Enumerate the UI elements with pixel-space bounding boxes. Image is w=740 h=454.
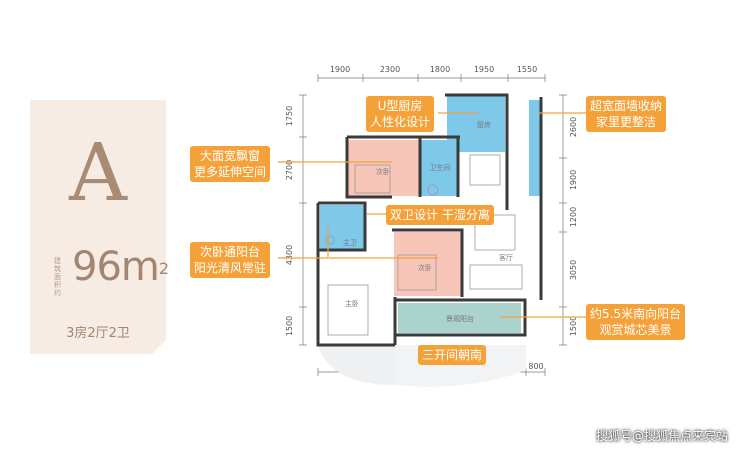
room-label-kitchen: 厨房: [477, 120, 491, 129]
bay-area: [318, 345, 395, 385]
callout-dual-bath: 双卫设计 干湿分离: [386, 205, 494, 225]
dim-right-5: 1500: [569, 316, 578, 336]
dim-top-5: 1550: [517, 65, 537, 74]
callout-south-balcony: 约5.5米南向阳台 观赏城芯美景: [586, 304, 686, 340]
callout-bay-window-line1: 大面宽飘窗: [200, 149, 261, 163]
callout-storage-line1: 超宽面墙收纳: [590, 99, 663, 113]
walls: [316, 93, 543, 347]
dim-left-4: 1500: [285, 316, 294, 336]
room-label-balcony: 景观阳台: [446, 314, 474, 323]
room-label-master-bedroom: 主卧: [345, 299, 359, 308]
dim-bottom-4: 800: [528, 362, 543, 371]
callout-dual-bath-line1: 双卫设计 干湿分离: [390, 208, 490, 222]
unit-layout: 3房2厅2卫: [66, 326, 130, 341]
callout-bedroom-balcony-line1: 次卧通阳台: [200, 245, 261, 259]
dim-top-3: 1800: [430, 65, 450, 74]
watermark: 搜狐号@搜狐焦点来宾站: [595, 429, 728, 443]
main-bathroom-room: [320, 205, 364, 250]
callout-south-balcony-line1: 约5.5米南向阳台: [590, 307, 682, 321]
dim-right-4: 3050: [569, 260, 578, 280]
dim-left-3: 4300: [285, 245, 294, 265]
dim-top-1: 1900: [330, 65, 350, 74]
room-label-bathroom: 卫生间: [430, 163, 451, 172]
room-label-main-bathroom: 主卫: [343, 238, 357, 247]
callout-bedroom-balcony: 次卧通阳台 阳光清风常驻: [190, 242, 271, 278]
dim-right-3: 1200: [569, 207, 578, 227]
bathroom-room: [421, 140, 457, 196]
area-label: 建筑面积约: [54, 257, 61, 297]
room-label-second-bedroom-b: 次卧: [418, 263, 432, 272]
callout-three-bay-line1: 三开间朝南: [422, 348, 483, 362]
second-bedroom-a: [347, 140, 419, 196]
room-label-second-bedroom-a: 次卧: [376, 167, 390, 176]
unit-letter: A: [69, 126, 127, 219]
storage-wall: [529, 100, 541, 196]
callout-bay-window: 大面宽飘窗 更多延伸空间: [190, 146, 271, 182]
callout-u-kitchen-line1: U型厨房: [377, 99, 423, 113]
area-superscript: 2: [158, 259, 169, 278]
dim-top-2: 2300: [380, 65, 400, 74]
callout-storage: 超宽面墙收纳 家里更整洁: [586, 96, 667, 132]
callout-south-balcony-line2: 观赏城芯美景: [599, 323, 672, 337]
second-bedroom-b: [394, 232, 461, 296]
callout-bedroom-balcony-line2: 阳光清风常驻: [194, 261, 267, 275]
callout-u-kitchen-line2: 人性化设计: [370, 115, 431, 129]
dim-right-1: 2600: [569, 117, 578, 137]
room-label-living: 客厅: [499, 253, 513, 262]
dim-left-1: 1750: [285, 106, 294, 126]
dim-right-2: 1900: [569, 170, 578, 190]
unit-card: A 建筑面积约 96m2 3房2厅2卫: [30, 100, 169, 354]
furniture: [325, 154, 523, 336]
dim-top-4: 1950: [474, 65, 494, 74]
callout-storage-line2: 家里更整洁: [596, 115, 657, 129]
callout-three-bay: 三开间朝南: [418, 345, 487, 365]
balcony-room: [398, 303, 521, 333]
callout-bay-window-line2: 更多延伸空间: [194, 165, 267, 179]
area-value: 96m: [72, 244, 160, 290]
card-corner-decoration: [152, 340, 166, 354]
dim-left-2: 2700: [285, 160, 294, 180]
callout-u-kitchen: U型厨房 人性化设计: [366, 96, 435, 132]
unit-area: 96m2: [72, 244, 169, 290]
